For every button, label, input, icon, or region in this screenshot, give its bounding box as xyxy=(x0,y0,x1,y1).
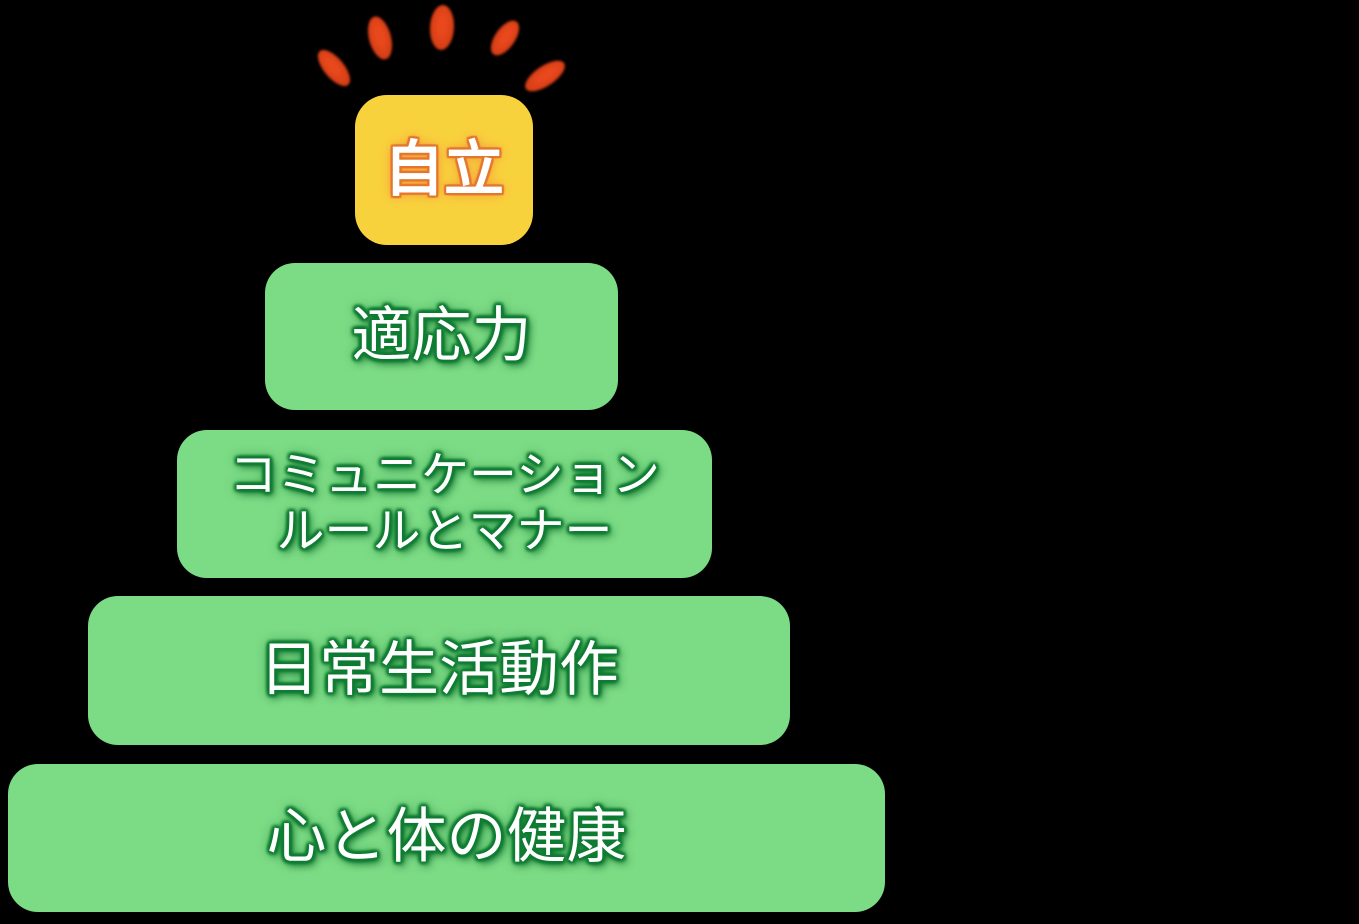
level-label-line-1: コミュニケーション xyxy=(228,447,661,504)
shine-ray-icon xyxy=(363,13,397,63)
level-label: 心と体の健康 xyxy=(266,802,627,873)
level-label: 日常生活動作 xyxy=(259,634,619,705)
shine-ray-icon xyxy=(312,44,356,92)
pyramid-level-health: 心と体の健康 xyxy=(8,764,885,912)
level-label: 適応力 xyxy=(351,300,532,371)
level-label-line-2: ルールとマナー xyxy=(276,503,613,559)
level-label: 自立 xyxy=(384,135,504,205)
shine-ray-icon xyxy=(485,15,525,61)
pyramid-level-adaptability: 適応力 xyxy=(265,263,618,410)
pyramid-level-daily-living: 日常生活動作 xyxy=(88,596,790,745)
shine-ray-icon xyxy=(428,4,456,51)
shine-ray-icon xyxy=(520,54,570,98)
pyramid-level-communication: コミュニケーション ルールとマナー xyxy=(177,430,712,578)
pyramid-level-independence: 自立 xyxy=(355,95,533,245)
